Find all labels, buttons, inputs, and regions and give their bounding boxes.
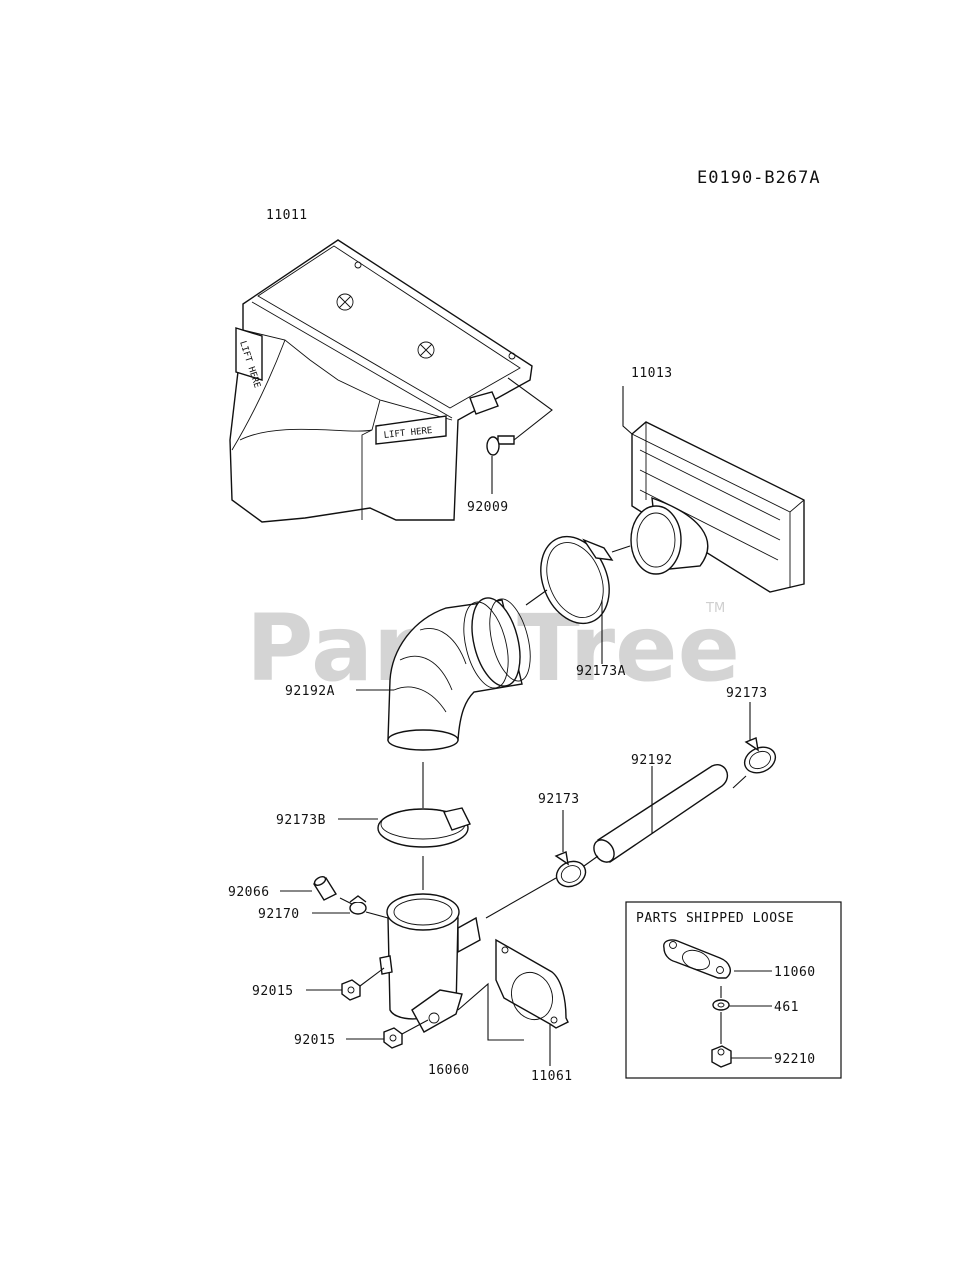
- nut-92210: [711, 1045, 772, 1068]
- part-label-92173-top[interactable]: 92173: [726, 686, 768, 701]
- elbow-hose-92192A: [356, 597, 531, 751]
- part-label-11060[interactable]: 11060: [774, 965, 816, 980]
- air-filter-element-11013: [622, 386, 805, 593]
- part-label-92173A[interactable]: 92173A: [576, 664, 626, 679]
- gasket-11060: [663, 939, 772, 979]
- loose-box-title: PARTS SHIPPED LOOSE: [636, 911, 794, 926]
- watermark-trademark: TM: [705, 601, 725, 616]
- intake-body-16060: [379, 893, 524, 1041]
- part-label-92173-mid[interactable]: 92173: [538, 792, 580, 807]
- part-label-92170[interactable]: 92170: [258, 907, 300, 922]
- hose-clamp-92173-mid: [485, 810, 599, 919]
- screw-92009: [486, 377, 553, 494]
- nut-92015-a: [306, 967, 385, 1001]
- part-label-92009[interactable]: 92009: [467, 500, 509, 515]
- part-label-11061[interactable]: 11061: [531, 1069, 573, 1084]
- part-label-92015-a[interactable]: 92015: [252, 984, 294, 999]
- pin-92066: [280, 876, 353, 905]
- part-label-92066[interactable]: 92066: [228, 885, 270, 900]
- part-label-11013[interactable]: 11013: [631, 366, 673, 381]
- hose-clamp-92173-top: [743, 702, 777, 774]
- parts-shipped-loose-box: PARTS SHIPPED LOOSE 11060 461 92210: [625, 901, 842, 1079]
- air-cleaner-cover-11011: LIFT HERE LIFT HERE: [229, 239, 533, 523]
- part-label-11011[interactable]: 11011: [266, 208, 308, 223]
- diagram-code: E0190-B267A: [697, 168, 821, 188]
- part-label-461[interactable]: 461: [774, 1000, 799, 1015]
- part-label-92192[interactable]: 92192: [631, 753, 673, 768]
- part-label-16060[interactable]: 16060: [428, 1063, 470, 1078]
- hose-clamp-92173A: [525, 535, 631, 664]
- part-label-92192A[interactable]: 92192A: [285, 684, 335, 699]
- gasket-11061: [495, 938, 569, 1066]
- nut-92015-b: [346, 1019, 429, 1049]
- part-label-92210[interactable]: 92210: [774, 1052, 816, 1067]
- fuel-hose-92192: [593, 764, 747, 864]
- hose-clamp-92173B: [338, 762, 471, 890]
- part-label-92015-b[interactable]: 92015: [294, 1033, 336, 1048]
- clip-92170: [312, 895, 389, 919]
- part-label-92173B[interactable]: 92173B: [276, 813, 326, 828]
- washer-461: [712, 986, 772, 1044]
